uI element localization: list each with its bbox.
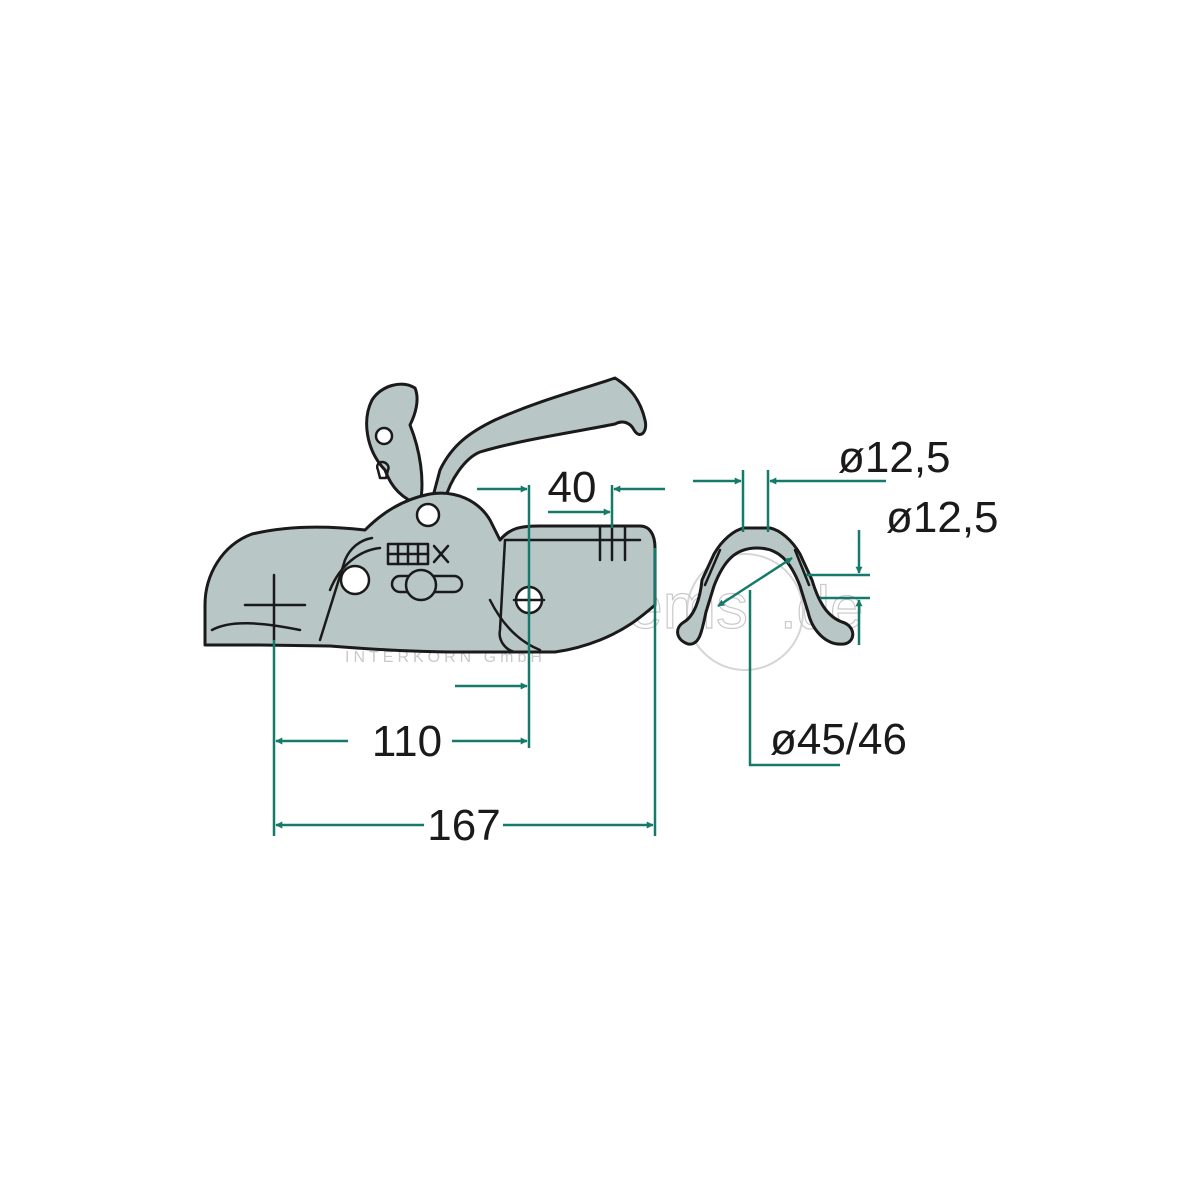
handle-pawl	[365, 382, 424, 507]
lever-pin	[374, 426, 394, 446]
pivot-hole	[415, 502, 441, 528]
tube-lower-edge	[488, 598, 542, 652]
ball-socket-line	[210, 622, 302, 632]
dim-4546-diagonal	[717, 556, 793, 608]
label-hole-diameter-2: ø12,5	[886, 493, 999, 542]
indicator-marks	[386, 542, 450, 566]
body-ridge	[328, 546, 382, 592]
label-length-total: 167	[427, 801, 500, 850]
wear-indicator-knob	[404, 568, 438, 602]
clamp-profile	[676, 526, 855, 646]
side-plate	[318, 536, 374, 642]
dimension-lines	[272, 470, 886, 836]
label-width-40: 40	[548, 463, 597, 512]
coupling-handle	[430, 376, 648, 502]
tube-slot	[598, 526, 627, 562]
keyhole	[375, 460, 390, 480]
clamp-inner-line	[703, 548, 811, 587]
dim-4546-leader	[748, 590, 840, 767]
label-length-ball-center: 110	[372, 717, 442, 766]
tube-section	[498, 538, 642, 654]
label-drawbar-diameter: ø45/46	[770, 715, 907, 764]
coupling-head	[203, 376, 657, 654]
ball-center-cross	[243, 573, 307, 642]
label-hole-diameter-1: ø12,5	[838, 433, 951, 482]
watermark-circle	[686, 553, 804, 671]
bolt-large	[339, 564, 371, 596]
